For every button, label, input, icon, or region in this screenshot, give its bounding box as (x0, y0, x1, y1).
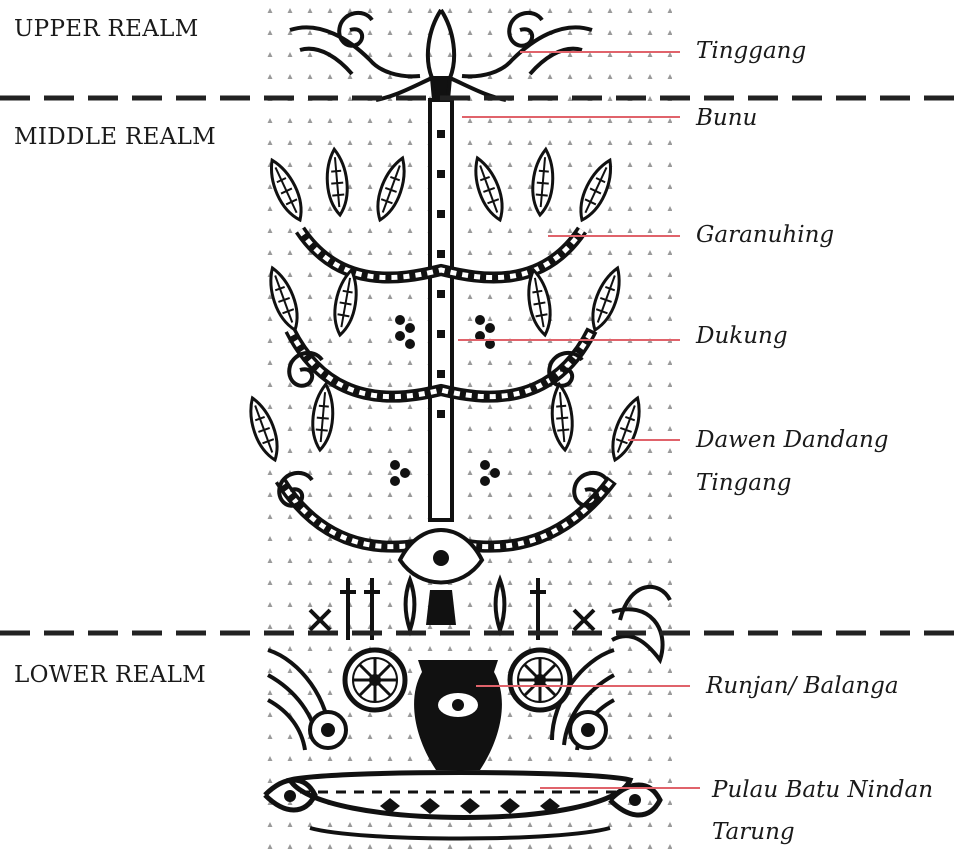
callout-runjan: Runjan/ Balanga (706, 666, 899, 706)
callout-pulau-line1: Pulau Batu Nindan (712, 770, 933, 810)
callout-dawen-line1: Dawen Dandang (696, 420, 889, 460)
callout-tinggang: Tinggang (696, 31, 806, 71)
callout-dawen-line2: Tingang (696, 463, 791, 503)
callout-bunu: Bunu (696, 98, 757, 138)
callout-dukung: Dukung (696, 316, 788, 356)
upper-realm-label: UPPER REALM (14, 16, 199, 42)
lower-realm-label: LOWER REALM (14, 662, 206, 688)
middle-realm-label: MIDDLE REALM (14, 124, 216, 150)
callout-garanuhing: Garanuhing (696, 215, 834, 255)
callout-pulau-line2: Tarung (712, 812, 795, 852)
